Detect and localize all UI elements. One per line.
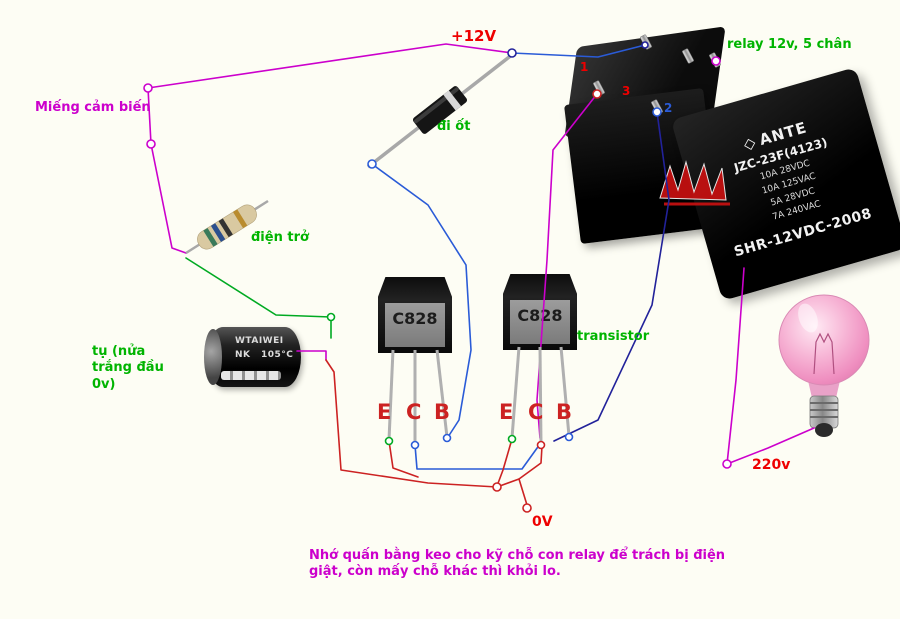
transistor-1-marking: C828 <box>385 303 445 347</box>
transistor-2-collector-label: C <box>528 400 544 424</box>
transistor-legs <box>387 346 571 445</box>
capacitor-series: NK <box>235 350 251 360</box>
wire-emitter-2 <box>496 438 513 487</box>
wire-resistor-to-base <box>185 257 332 339</box>
wire-cap-positive <box>296 350 327 361</box>
capacitor-brand: WTAIWEI <box>235 336 284 346</box>
resistor <box>185 199 269 255</box>
wire-diode-to-base <box>371 163 472 438</box>
wire-relay-to-collector <box>553 111 670 442</box>
transistor-2: C828 <box>503 274 577 350</box>
transistor-2-base-label: B <box>556 400 573 424</box>
transistor-label: transistor <box>577 329 650 344</box>
transistor-1-base-label: B <box>434 400 451 424</box>
diode-label: đi ốt <box>437 119 471 134</box>
capacitor-end-cap <box>204 329 222 385</box>
capacitor-temp-rating: 105°C <box>261 350 294 360</box>
transistor-1: C828 <box>378 277 452 353</box>
light-bulb <box>778 294 870 437</box>
capacitor: WTAIWEI NK 105°C <box>204 327 301 387</box>
relay-pin-1-label: 1 <box>580 60 589 74</box>
transistor-1-collector-label: C <box>406 400 422 424</box>
transistor-1-emitter-label: E <box>377 400 392 424</box>
diode-cathode-band <box>443 90 462 111</box>
capacitor-label: tụ (nửa trắng đầu 0v) <box>92 344 164 392</box>
resistor-label: điện trở <box>251 230 309 245</box>
wire-sensor-loop <box>147 87 187 254</box>
wire-sensor-to-12v <box>147 43 513 89</box>
transistor-2-emitter-label: E <box>499 400 514 424</box>
wire-collector-branch <box>518 445 543 480</box>
wire-collector-link <box>414 443 541 470</box>
relay-label: relay 12v, 5 chân <box>727 37 852 52</box>
safety-note: Nhớ quấn bằng keo cho kỹ chỗ con relay đ… <box>309 548 726 580</box>
diode <box>366 52 515 169</box>
wire-12v-to-relay <box>511 44 646 58</box>
voltage-220v-label: 220v <box>752 457 791 473</box>
relay-pins <box>593 34 721 115</box>
junction-nodes <box>143 41 732 513</box>
capacitor-polarity-stripe <box>221 371 281 380</box>
transistor-2-marking: C828 <box>510 300 570 344</box>
sensor-label: Miếng cảm biến <box>35 100 151 115</box>
bulb-contact-tip <box>815 423 833 437</box>
relay-pin-3-label: 3 <box>622 84 631 98</box>
watermark-logo <box>659 160 730 206</box>
wire-emitter-1 <box>388 440 419 478</box>
voltage-0v-label: 0V <box>532 514 553 530</box>
bulb-filament <box>813 332 835 375</box>
wire-relay-coil <box>536 93 598 439</box>
supply-12v-label: +12V <box>451 27 497 45</box>
relay-pin-2-label: 2 <box>664 101 673 115</box>
